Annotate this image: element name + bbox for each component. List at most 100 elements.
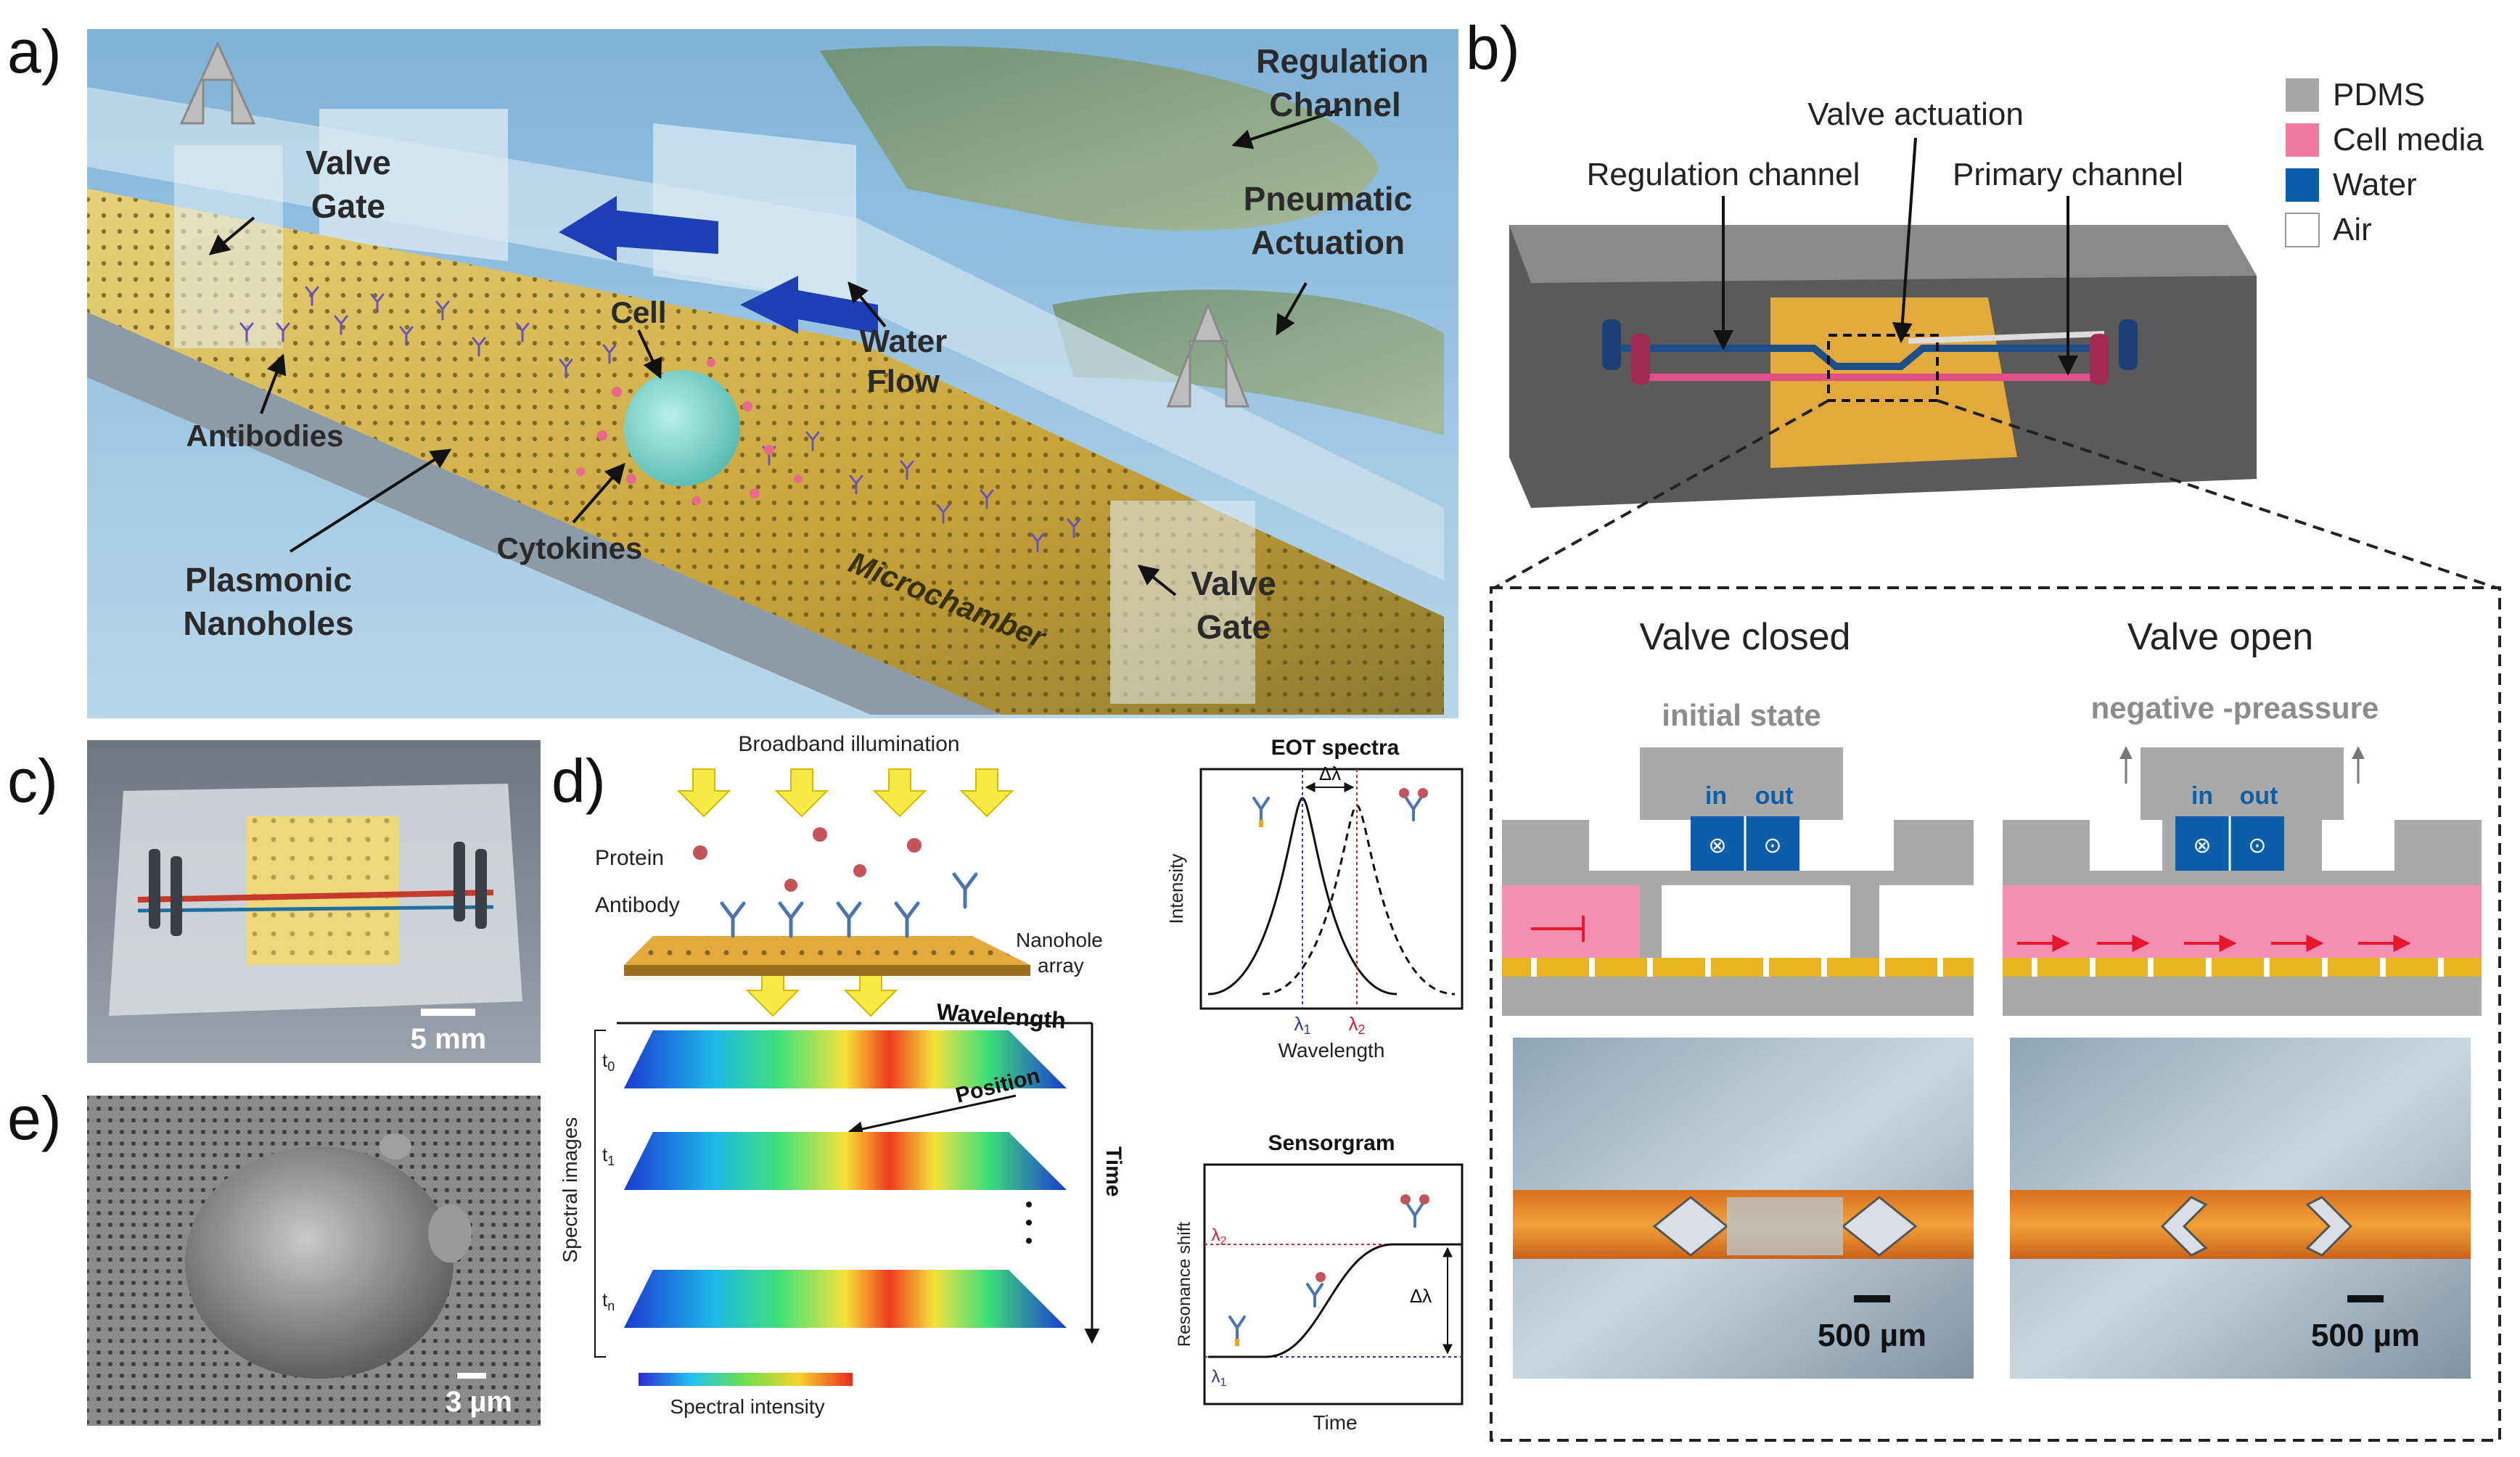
leader-line <box>847 281 887 328</box>
light-arrow-icon <box>843 972 898 1017</box>
protein-icon <box>1400 1194 1411 1204</box>
sensorgram-ylabel: Resonance shift <box>1175 1222 1194 1347</box>
panel-d: d) Broadband illumination Protein Antibo… <box>551 732 1464 1434</box>
eot-xlabel: Wavelength <box>1279 1039 1385 1062</box>
water-flow-arrow-icon <box>559 196 718 261</box>
leader-line <box>572 462 625 524</box>
antibody-icon <box>1252 797 1270 821</box>
gold-film <box>1502 958 1974 977</box>
label-water-flow-2: Flow <box>867 364 940 399</box>
gold-chip-area <box>1770 297 2017 468</box>
panel-letter-d: d) <box>551 747 606 815</box>
wall-block-2 <box>653 123 856 305</box>
spectral-image-tn <box>624 1270 1067 1328</box>
legend-swatch-cell-media <box>2286 123 2319 157</box>
zoom-frame <box>1490 586 2501 1442</box>
label-in: in <box>1705 782 1727 810</box>
base-slab <box>87 312 1001 715</box>
label-time-axis: Time <box>1101 1146 1125 1197</box>
air-gap-top-right <box>1843 747 1974 820</box>
up-arrow-icon <box>179 41 256 125</box>
antibody-icon <box>1228 1316 1246 1340</box>
cell-media-region <box>1502 885 1640 958</box>
eot-title: EOT spectra <box>1271 736 1400 760</box>
legend-label-pdms: PDMS <box>2333 77 2425 112</box>
micrograph-valve-open: 500 µm <box>2010 1038 2471 1379</box>
legend-label-air: Air <box>2333 212 2372 247</box>
label-initial-state: initial state <box>1662 698 1821 732</box>
sem-cell <box>185 1146 453 1379</box>
valve-structure <box>1841 1196 1918 1257</box>
panel-letter-c: c) <box>7 747 58 815</box>
label-antibody: Antibody <box>595 893 680 917</box>
spectral-image-t1 <box>624 1132 1067 1190</box>
label-in: in <box>2191 782 2213 810</box>
light-arrow-icon <box>676 768 731 818</box>
tubing-ports <box>149 842 487 936</box>
label-nanohole-1: Nanohole <box>1016 929 1103 951</box>
leader-line <box>637 329 662 379</box>
valve-structure <box>2305 1196 2353 1257</box>
sensorgram-chart: Sensorgram Δλ Resonance shift λ2 λ1 Ti <box>1175 1131 1464 1434</box>
sensorgram-xlabel: Time <box>1313 1411 1357 1434</box>
light-arrow-icon <box>745 972 800 1017</box>
panel-b: b) PDMS Cell media Water Air Valve actua… <box>1466 14 2501 1442</box>
label-tn: tn <box>602 1289 615 1313</box>
label-broadband: Broadband illumination <box>738 732 959 756</box>
eot-lambda2: λ2 <box>1348 1013 1365 1037</box>
water-flow-arrow-icon <box>740 276 878 334</box>
light-arrow-icon <box>872 768 927 818</box>
schematic-valve-open: in out ⊗ ⊙ <box>2003 746 2482 1016</box>
panel-letter-a: a) <box>7 17 62 86</box>
air-gap-top-left <box>1502 747 1640 820</box>
air-channel <box>1908 331 2105 344</box>
light-arrow-icon <box>959 768 1014 818</box>
port-water-right <box>2119 319 2138 370</box>
scale-bar <box>421 1009 475 1016</box>
label-protein: Protein <box>595 846 664 870</box>
label-water-flow-1: Water <box>860 324 948 359</box>
label-valve-gate-bottom-2: Gate <box>1197 608 1271 646</box>
nanohole-chip-edge <box>624 965 1030 976</box>
nanohole-slots <box>2032 958 2444 977</box>
binding-antibody-icon <box>1306 1283 1323 1308</box>
protein-icon <box>1418 788 1428 798</box>
leader-line <box>208 216 255 255</box>
label-regulation-channel-2: Channel <box>1269 86 1400 123</box>
label-spectral-intensity: Spectral intensity <box>670 1395 824 1418</box>
sensorgram-frame <box>1203 1163 1464 1405</box>
valve-gate-top-block <box>174 145 283 348</box>
micrograph-valve-closed: 500 µm <box>1513 1038 1974 1379</box>
sensor-lambda1: λ1 <box>1212 1367 1227 1389</box>
leader-line <box>1276 282 1308 336</box>
protein-dots <box>693 827 922 892</box>
leader-line <box>1892 137 1917 343</box>
label-cytokines: Cytokines <box>497 531 643 565</box>
label-spectral-images: Spectral images <box>559 1117 581 1263</box>
label-pneumatic-1: Pneumatic <box>1244 180 1413 218</box>
light-arrow-icon <box>774 768 829 818</box>
chip-pattern <box>247 816 399 965</box>
nanohole-slots <box>1531 958 1943 977</box>
protein-icon <box>1419 1194 1429 1204</box>
zoom-line <box>1494 399 1829 589</box>
nanohole-chip-pattern <box>624 936 1030 965</box>
illumination-arrows <box>676 768 1014 1017</box>
scale-bar <box>2347 1295 2384 1302</box>
label-primary-channel: Primary channel <box>1953 157 2183 192</box>
valve-gate-bottom-block <box>1110 501 1255 704</box>
cell-media-region <box>2003 885 2482 958</box>
scale-label: 500 µm <box>2311 1318 2420 1353</box>
air-gap-top-right <box>2344 747 2482 820</box>
sensorgram-title: Sensorgram <box>1268 1131 1395 1155</box>
panel-c: c) 5 mm <box>7 740 541 1063</box>
air-gap-right <box>2322 820 2394 871</box>
leader-line <box>289 448 452 553</box>
orange-channel <box>2010 1190 2471 1259</box>
leader-line <box>260 353 287 414</box>
sensor-lambda2: λ2 <box>1212 1226 1227 1247</box>
ellipsis-dots <box>1026 1202 1032 1244</box>
leader-line <box>1231 107 1343 149</box>
label-out: out <box>1755 782 1794 810</box>
